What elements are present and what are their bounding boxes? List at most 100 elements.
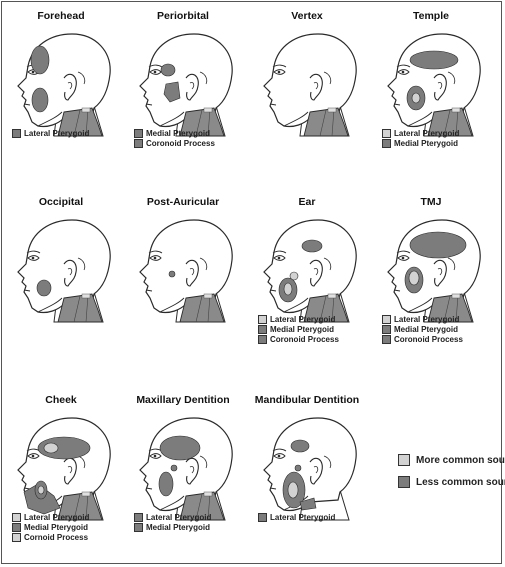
- ear-outline: [63, 73, 77, 101]
- ear-inner: [189, 82, 195, 90]
- less-common-region: [37, 436, 91, 460]
- head-illustration: [17, 417, 111, 521]
- eye-pupil: [31, 454, 35, 458]
- legend-label: Lateral Pterygoid: [394, 128, 460, 138]
- legend-item: Coronoid Process: [134, 138, 215, 148]
- neck-muscle-lines: [443, 108, 459, 137]
- head-illustration: [139, 219, 233, 323]
- eye-pupil: [401, 70, 405, 74]
- neck-muscle-lines: [443, 294, 459, 323]
- eye-pupil: [31, 256, 35, 260]
- legend-item: Medial Pterygoid: [258, 324, 339, 334]
- more-common-region: [289, 271, 299, 281]
- legend-label: Medial Pterygoid: [394, 138, 459, 148]
- panel-title: TMJ: [420, 196, 442, 208]
- mouth-line: [393, 103, 401, 106]
- legend-item: Medial Pterygoid: [134, 128, 215, 138]
- legend-label: Medial Pterygoid: [146, 522, 211, 532]
- clavicle-marker: [203, 107, 213, 113]
- legend-item: Lateral Pterygoid: [12, 512, 89, 522]
- legend-label: Medial Pterygoid: [146, 128, 211, 138]
- key-swatch: [398, 454, 410, 466]
- less-common-region: [160, 63, 176, 77]
- legend-item: Lateral Pterygoid: [382, 314, 463, 324]
- hair-line: [447, 257, 456, 271]
- legend-label: Cornoid Process: [24, 532, 89, 542]
- mouth-line: [23, 289, 31, 292]
- legend-item: Medial Pterygoid: [134, 522, 211, 532]
- less-common-region: [409, 50, 459, 70]
- more-common-region: [43, 442, 59, 454]
- legend-swatch: [382, 128, 391, 138]
- legend-label: Lateral Pterygoid: [24, 128, 90, 138]
- eyebrow: [148, 64, 163, 68]
- legend-label: Lateral Pterygoid: [24, 512, 90, 522]
- eyebrow: [396, 250, 411, 254]
- mouth-line: [269, 103, 277, 106]
- hair-line: [77, 257, 86, 271]
- jaw-line: [407, 297, 433, 313]
- panel-title: Forehead: [37, 10, 85, 22]
- eye-pupil: [153, 70, 157, 74]
- ear-outline: [185, 73, 199, 101]
- legend-swatch: [382, 138, 391, 148]
- less-common-region: [170, 464, 178, 472]
- mouth-line: [145, 289, 153, 292]
- ear-inner: [437, 268, 443, 276]
- ear-outline: [185, 259, 199, 287]
- eye-pupil: [277, 70, 281, 74]
- clavicle-marker: [203, 293, 213, 299]
- ear-inner: [189, 268, 195, 276]
- eye-pupil: [401, 256, 405, 260]
- jaw-line: [159, 111, 185, 127]
- legend-label: Lateral Pterygoid: [394, 314, 460, 324]
- head-illustration: [387, 33, 481, 137]
- less-common-region: [30, 45, 50, 75]
- key-label: More common source: [416, 454, 505, 466]
- head-illustration: [139, 417, 233, 521]
- head-illustration: [263, 219, 357, 323]
- clavicle-marker: [451, 107, 461, 113]
- legend-label: Coronoid Process: [270, 334, 339, 344]
- hair-line: [199, 71, 208, 85]
- legend-label: Coronoid Process: [394, 334, 463, 344]
- jaw-line: [159, 495, 185, 511]
- panel-title: Temple: [413, 10, 449, 22]
- key-item-less: Less common source: [398, 474, 505, 490]
- eyebrow: [396, 64, 411, 68]
- less-common-region: [158, 471, 174, 497]
- legend-label: Medial Pterygoid: [24, 522, 89, 532]
- head-outline: [139, 33, 233, 128]
- hair-line: [199, 455, 208, 469]
- legend-swatch: [258, 512, 267, 522]
- panel-title: Maxillary Dentition: [136, 394, 230, 406]
- legend-label: Lateral Pterygoid: [146, 512, 212, 522]
- panel-title: Vertex: [291, 10, 323, 22]
- eye-pupil: [31, 70, 35, 74]
- less-common-region: [168, 270, 176, 278]
- panel-legend: Lateral Pterygoid: [258, 512, 335, 522]
- more-common-region: [283, 282, 293, 296]
- ear-inner: [313, 466, 319, 474]
- legend-item: Lateral Pterygoid: [12, 128, 89, 138]
- eye-outline: [149, 255, 162, 261]
- clavicle-marker: [327, 107, 337, 113]
- head-illustration: [263, 417, 357, 521]
- legend-label: Medial Pterygoid: [270, 324, 335, 334]
- ear-inner: [313, 82, 319, 90]
- legend-swatch: [258, 314, 267, 324]
- legend-item: Cornoid Process: [12, 532, 89, 542]
- key-label: Less common source: [416, 476, 505, 488]
- neck-muscle-lines: [73, 294, 89, 323]
- more-common-region: [408, 270, 420, 286]
- eye-outline: [27, 255, 40, 261]
- ear-inner: [67, 82, 73, 90]
- key-swatch: [398, 476, 410, 488]
- head-illustration: [263, 33, 357, 137]
- hair-line: [323, 71, 332, 85]
- hair-line: [447, 71, 456, 85]
- legend-item: Coronoid Process: [382, 334, 463, 344]
- legend-item: Coronoid Process: [258, 334, 339, 344]
